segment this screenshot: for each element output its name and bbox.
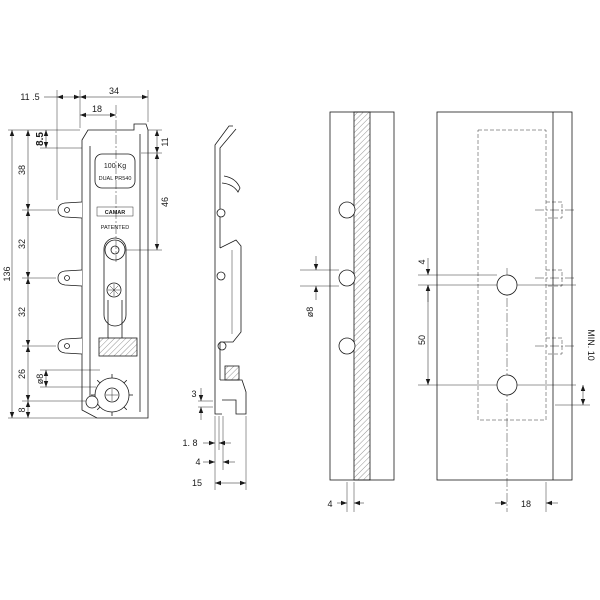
gear-hub — [104, 387, 120, 403]
drill-hole-upper — [496, 274, 518, 296]
hanger-body-outline — [81, 123, 149, 419]
brand-logo-frame — [96, 206, 134, 217]
model-label: DUAL PR540 — [99, 176, 132, 182]
gear-tooth — [123, 406, 128, 411]
wall-hook-middle — [57, 269, 83, 287]
hook-hole — [64, 275, 70, 281]
dimension-label-15: 15 — [192, 478, 202, 488]
side-screw-middle — [216, 271, 226, 281]
capacity-label: 100 Kg — [104, 163, 126, 170]
hidden-hook-upper — [535, 201, 576, 219]
side-screw-upper — [216, 208, 226, 218]
adjuster-spoke — [109, 285, 119, 295]
dimension-label-50: 50 — [417, 335, 427, 345]
threaded-rod — [98, 337, 138, 357]
brand-logo: CAMAR — [105, 210, 125, 216]
side-bottom-block — [220, 379, 247, 415]
side-view — [214, 125, 247, 415]
side-view-dimensions: 3 1. 8 4 15 — [182, 388, 247, 490]
dimension-label-3: 3 — [191, 389, 196, 399]
dimension-label-38: 38 — [17, 165, 27, 175]
hanger-disc — [104, 239, 126, 261]
drilling-view-dimensions: 4 50 MIN. 10 18 — [417, 258, 596, 512]
mounting-hole-lower — [338, 337, 356, 355]
dimension-label-32-lower: 32 — [17, 307, 27, 317]
dimension-label-4: 4 — [417, 259, 427, 264]
side-gear-block — [224, 365, 240, 381]
hook-outline — [57, 269, 83, 287]
side-back-edge — [214, 125, 233, 415]
dimension-label-8-5: 8.5 — [35, 132, 46, 146]
dimension-label-min-10: MIN. 10 — [586, 329, 596, 361]
side-latch — [221, 175, 241, 193]
panel-hatched-section — [353, 111, 371, 481]
dimension-label-8: 8 — [17, 407, 27, 412]
dimension-label-4: 4 — [195, 457, 200, 467]
dimension-label-136: 136 — [2, 266, 12, 281]
hidden-hook-middle — [535, 269, 576, 287]
side-adjuster-housing — [219, 239, 242, 343]
wall-hook-upper — [57, 201, 83, 219]
dimension-label-11: 11 — [160, 137, 170, 146]
section-view — [329, 111, 395, 481]
side-screw-lower — [217, 341, 227, 351]
patent-label: PATENTED — [101, 225, 130, 231]
wall-hook-lower — [57, 337, 83, 355]
gear-tooth — [123, 379, 128, 384]
dimension-label-dia-8: ø8 — [35, 374, 45, 385]
depth-adjuster-gear-icon — [91, 374, 133, 416]
drilling-view — [418, 111, 576, 512]
hidden-hook-lower — [535, 337, 576, 355]
hook-hole — [64, 207, 70, 213]
drill-hole-lower — [496, 374, 518, 396]
label-frame — [94, 153, 136, 189]
dimension-label-18: 18 — [521, 499, 531, 509]
mounting-hole-upper — [338, 201, 356, 219]
hook-outline — [57, 337, 83, 355]
height-adjuster-star-icon — [106, 282, 122, 298]
dimension-label-1-8: 1. 8 — [182, 438, 197, 448]
hook-outline — [57, 201, 83, 219]
gear-tooth — [96, 406, 101, 411]
dimension-label-34: 34 — [109, 86, 119, 96]
section-view-dimensions: ø8 4 — [300, 256, 364, 512]
hook-hole — [64, 343, 70, 349]
disc-hole — [110, 245, 120, 255]
front-view: 100 Kg DUAL PR540 CAMAR PATENTED — [57, 105, 149, 419]
dimension-label-4: 4 — [327, 499, 332, 509]
dimension-label-32-upper: 32 — [17, 239, 27, 249]
dimension-label-11-5: 11 .5 — [20, 92, 39, 102]
drawer-side-outline — [436, 111, 573, 481]
mounting-hole-middle — [338, 269, 356, 287]
front-view-dimensions: 11 .5 34 18 8.5 11 46 38 32 32 26 ø8 8 1… — [2, 86, 170, 419]
gear-tooth — [96, 379, 101, 384]
dimension-label-dia-8: ø8 — [305, 307, 315, 318]
release-button — [85, 395, 99, 409]
dimension-label-46: 46 — [160, 197, 170, 207]
dimension-label-26: 26 — [17, 369, 27, 379]
adjustment-slot — [103, 237, 127, 327]
dimension-label-18: 18 — [92, 104, 102, 114]
